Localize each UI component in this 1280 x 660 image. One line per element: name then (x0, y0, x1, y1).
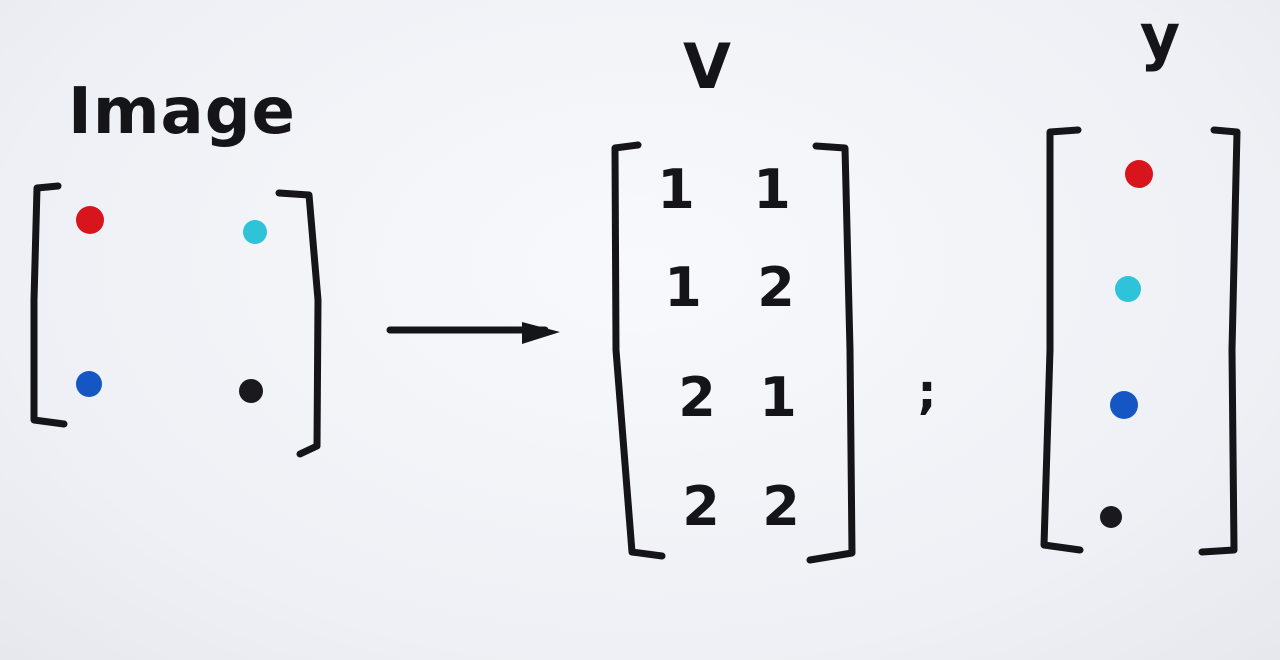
image-right-bracket (275, 189, 322, 458)
y-entry-4 (1100, 506, 1122, 528)
y-left-bracket (1040, 126, 1084, 554)
v-cell: 2 (678, 366, 716, 429)
image-pixel-r2c2 (239, 379, 263, 403)
v-cell: 2 (757, 256, 795, 319)
image-pixel-r1c2 (243, 220, 267, 244)
y-label: y (1140, 0, 1180, 73)
y-entry-1 (1125, 160, 1153, 188)
v-cell: 1 (657, 158, 695, 221)
image-label: Image (68, 75, 296, 149)
y-right-bracket (1198, 126, 1241, 556)
v-right-bracket (806, 142, 856, 564)
y-entry-2 (1115, 276, 1141, 302)
v-label: V (683, 30, 731, 103)
image-left-bracket (30, 182, 68, 428)
v-cell: 2 (682, 475, 720, 538)
v-cell: 1 (664, 256, 702, 319)
v-cell: 1 (759, 366, 797, 429)
image-pixel-r1c1 (76, 206, 104, 234)
v-cell: 2 (762, 475, 800, 538)
separator: ; (917, 364, 936, 420)
image-pixel-r2c1 (76, 371, 102, 397)
v-left-bracket (611, 141, 666, 560)
v-cell: 1 (753, 158, 791, 221)
y-entry-3 (1110, 391, 1138, 419)
arrow-head (522, 322, 560, 344)
